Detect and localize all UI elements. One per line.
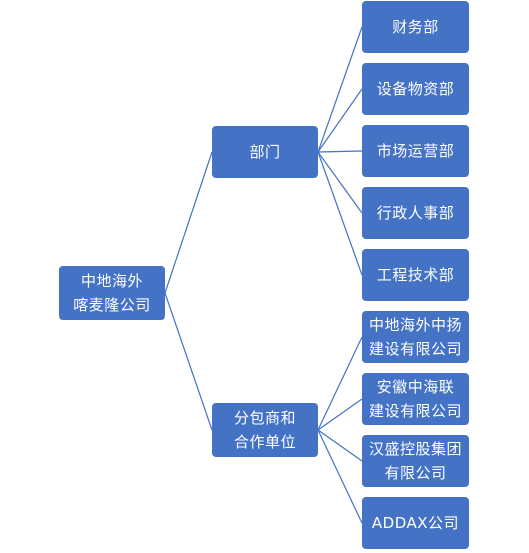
connector-departments-to-market: [317, 150, 363, 153]
leaf-node-zhongyang-construction: 中地海外中扬 建设有限公司: [362, 311, 469, 363]
leaf-node-finance: 财务部: [362, 1, 469, 53]
connector-departments-to-engineering: [317, 151, 363, 276]
leaf-node-equipment: 设备物资部: [362, 63, 469, 115]
connector-subcontractors-to-addax: [317, 429, 363, 524]
connector-subcontractors-to-zhongyang: [317, 336, 363, 431]
leaf-node-hansheng-holding: 汉盛控股集团 有限公司: [362, 435, 469, 487]
connector-departments-to-equipment: [317, 88, 363, 153]
leaf-node-anhui-zhonghailian: 安徽中海联 建设有限公司: [362, 373, 469, 425]
connector-departments-to-finance: [317, 26, 363, 153]
leaf-node-market-operations: 市场运营部: [362, 125, 469, 177]
branch-node-subcontractors: 分包商和 合作单位: [212, 403, 318, 457]
connector-root-to-departments: [164, 151, 213, 294]
branch-node-departments: 部门: [212, 126, 318, 178]
root-node-company: 中地海外 喀麦隆公司: [59, 266, 165, 320]
connector-subcontractors-to-hansheng: [317, 429, 363, 462]
leaf-node-engineering: 工程技术部: [362, 249, 469, 301]
connector-departments-to-admin: [317, 151, 363, 214]
leaf-node-addax: ADDAX公司: [362, 497, 469, 549]
connector-root-to-subcontractors: [164, 292, 213, 431]
leaf-node-admin-hr: 行政人事部: [362, 187, 469, 239]
connector-subcontractors-to-anhui: [317, 398, 363, 431]
